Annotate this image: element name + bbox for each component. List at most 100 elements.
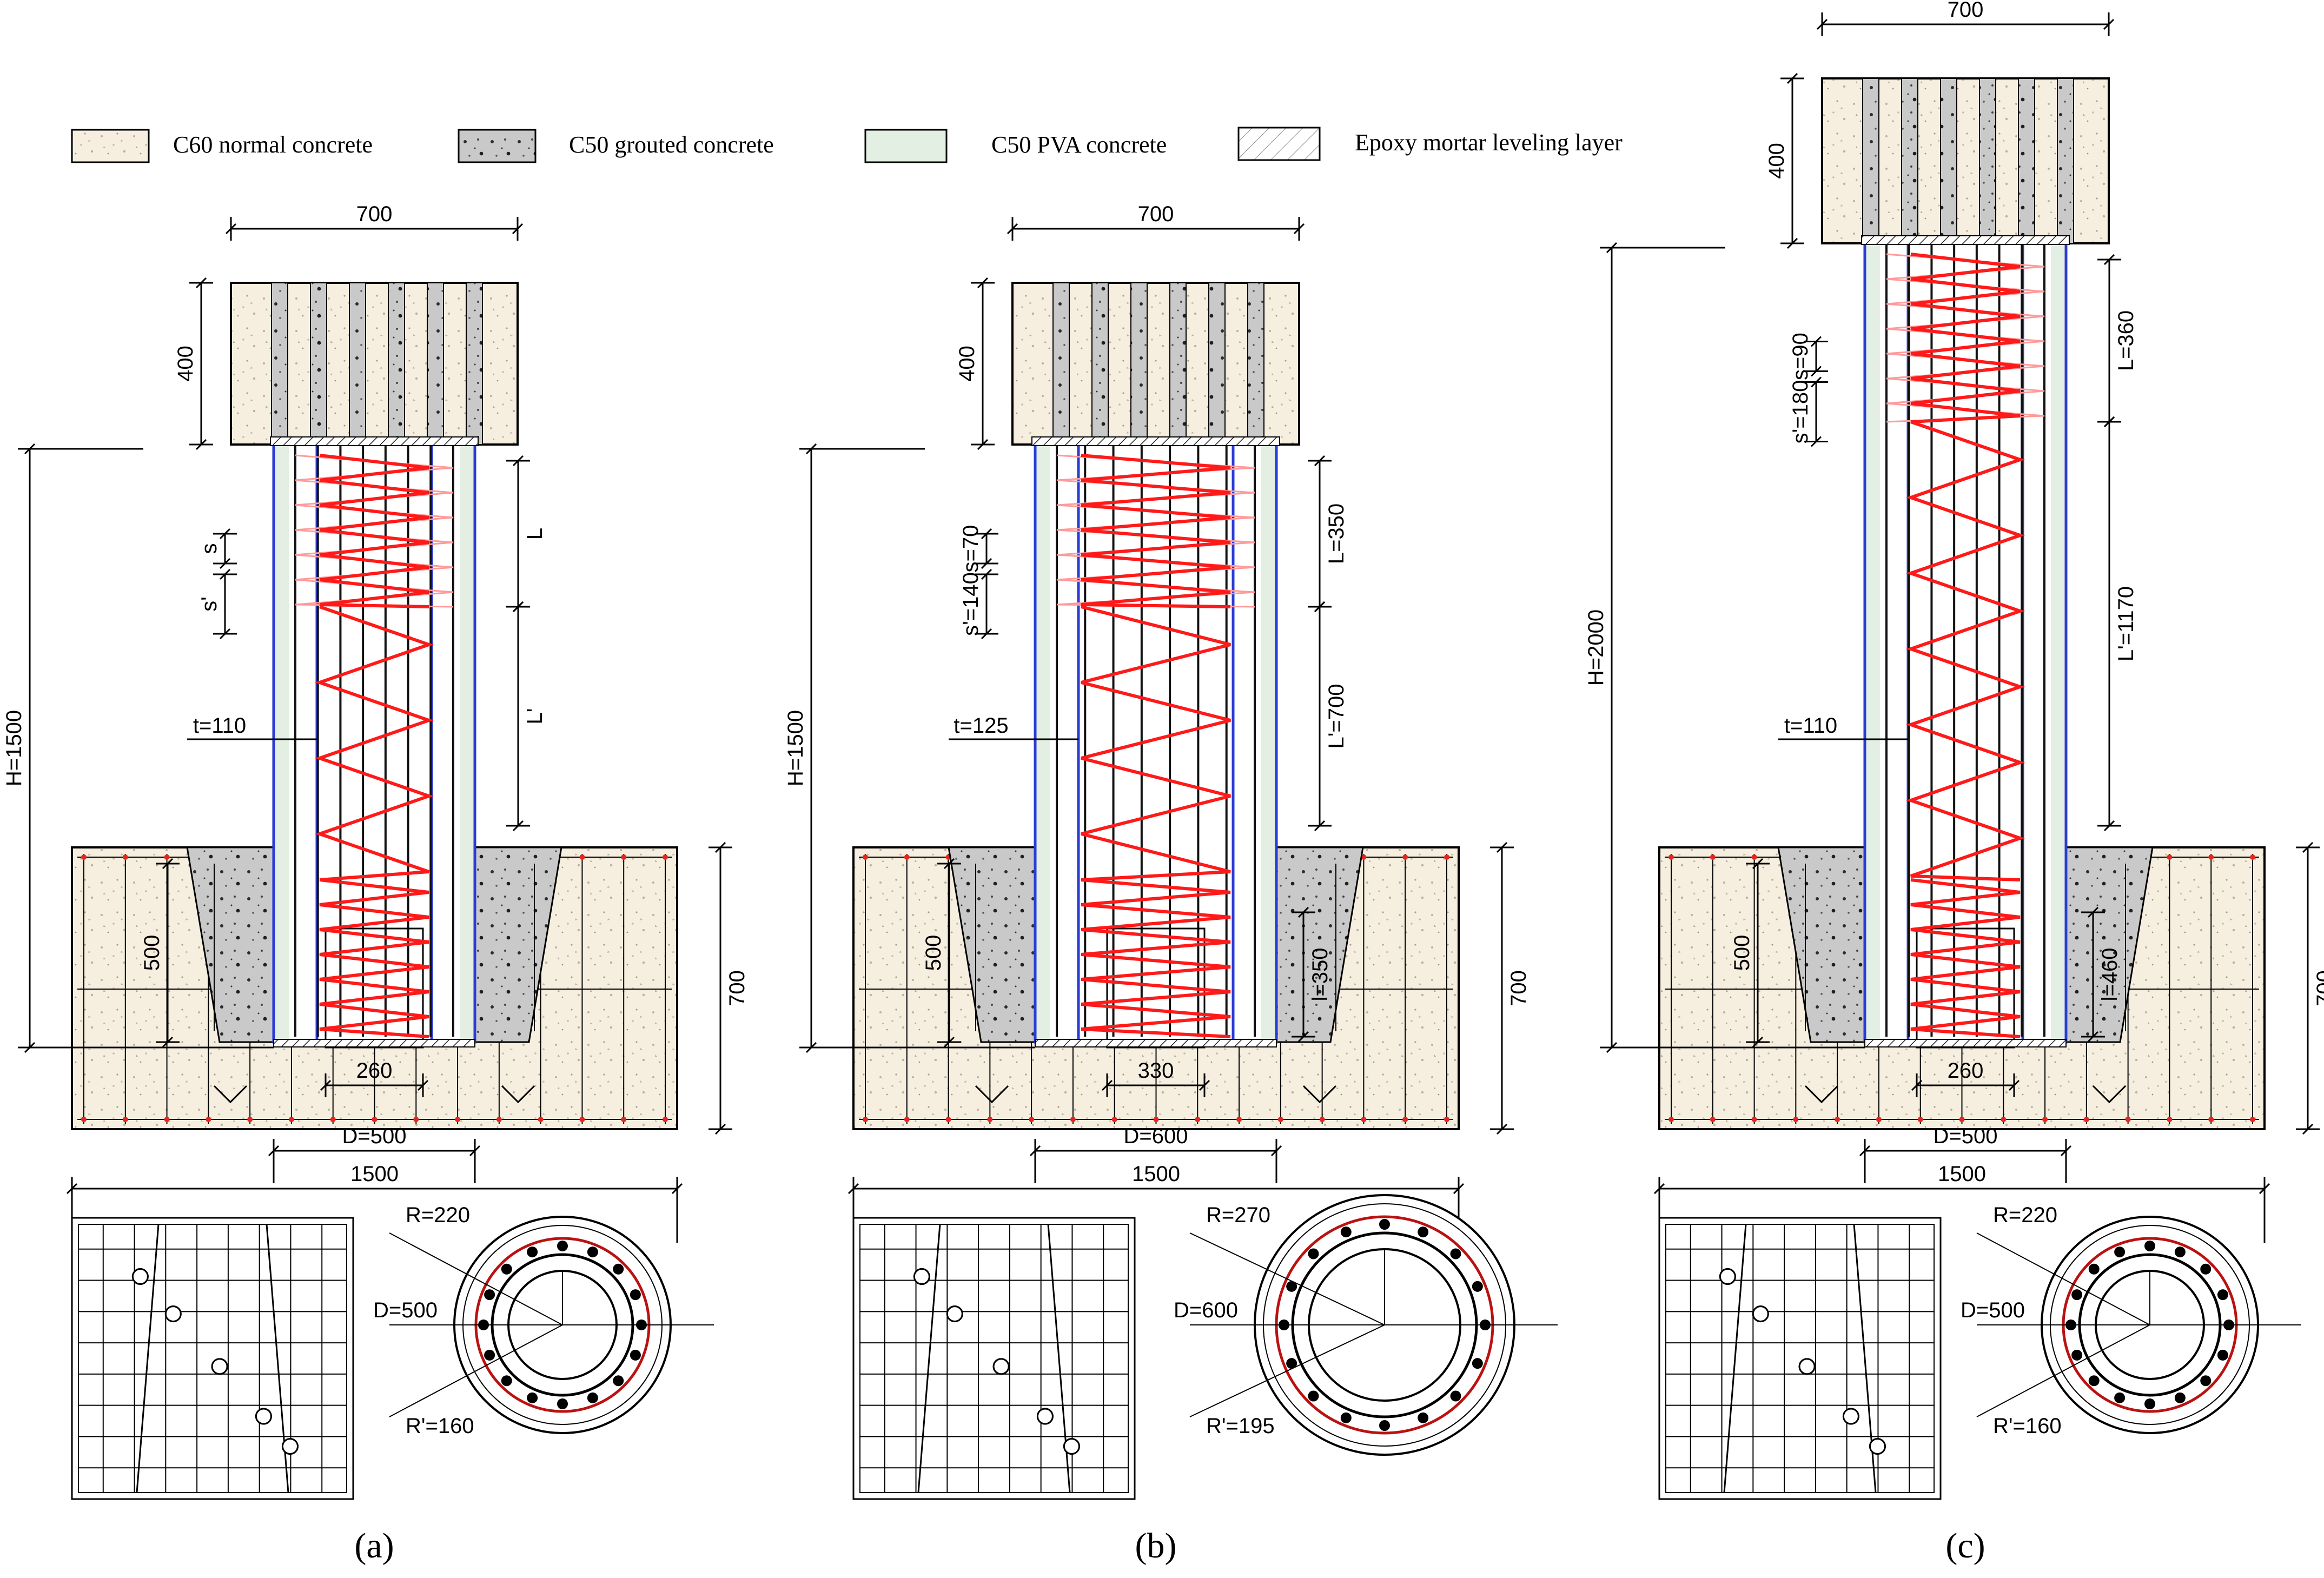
rebar-dot	[538, 1117, 544, 1122]
dimension-label: 700	[725, 970, 749, 1006]
spiral-base	[1910, 878, 2021, 1038]
dimension-tick	[2302, 841, 2314, 853]
section-leader	[1189, 1232, 1385, 1325]
rebar-dot	[1195, 1117, 1201, 1122]
dimension-tick	[1314, 455, 1326, 467]
column-height-dim: H=1500	[2, 443, 42, 1053]
section-inner-radius-label: R'=160	[1993, 1414, 2062, 1438]
dimension-tick	[2302, 1123, 2314, 1135]
dimension-tick	[1293, 223, 1305, 235]
epoxy-layer	[1031, 436, 1280, 446]
section-leader	[1976, 1324, 2150, 1417]
dimension-tick	[1101, 1079, 1113, 1091]
cap-width-dim: 700	[225, 202, 524, 241]
dimension-label: 700	[2313, 970, 2324, 1006]
rebar-dot	[247, 1117, 253, 1122]
rebar-dot	[1668, 1117, 1674, 1122]
base-plate	[273, 1039, 475, 1047]
section-bar	[484, 1289, 495, 1301]
inner-width-dim: 330	[1101, 1059, 1210, 1097]
column-diameter-dim: D=600	[1029, 1124, 1282, 1183]
cap-duct	[2018, 78, 2035, 244]
section-bar	[501, 1263, 512, 1275]
sparse-spacing-dim: s'=180	[1789, 376, 1828, 447]
plan-view-inner	[1665, 1224, 1935, 1493]
rebar-dot	[987, 1117, 993, 1122]
cap-duct	[1169, 282, 1187, 445]
cap-height-dim: 400	[174, 277, 213, 450]
rebar-dot	[621, 1117, 627, 1122]
plan-socket-walls	[1723, 1224, 1877, 1493]
dimension-label: 500	[1730, 935, 1754, 971]
plan-hole	[946, 1305, 963, 1323]
rebar-dot	[330, 1117, 336, 1122]
dimension-label: s=70	[959, 525, 983, 573]
rebar-dot	[496, 1117, 502, 1122]
dimension-tick	[1297, 1031, 1309, 1043]
rebar-dot	[2001, 1117, 2007, 1122]
dimension-tick	[219, 558, 231, 569]
section-outer-radius-label: R=220	[1993, 1203, 2057, 1227]
section-bar	[1450, 1390, 1461, 1402]
rebar-dot	[1402, 854, 1408, 860]
sparse-spacing-dim: s'=140	[959, 568, 998, 640]
dimension-label: L=350	[1325, 503, 1348, 564]
notch	[1302, 1085, 1337, 1104]
section-bar	[2217, 1289, 2228, 1301]
section-bar	[2071, 1349, 2083, 1361]
dimension-label: l=350	[1308, 948, 1332, 1002]
section-bar	[1340, 1226, 1352, 1238]
cap-duct	[427, 282, 444, 445]
dimension-tick	[2103, 18, 2115, 30]
rebar-dot	[621, 854, 627, 860]
cap-duct	[1979, 78, 1996, 244]
dimension-tick	[981, 628, 992, 640]
dimension-tick	[320, 1079, 332, 1091]
dimension-tick	[981, 568, 992, 580]
dimension-label: L=360	[2114, 310, 2138, 371]
dimension-label: 1500	[1938, 1162, 1986, 1186]
rebar-dot	[413, 1117, 419, 1122]
plan-hole	[1036, 1408, 1054, 1425]
rebar-dot	[1070, 1117, 1076, 1122]
rebar-dot	[863, 854, 868, 860]
section-bar	[501, 1375, 512, 1387]
dimension-label: D=600	[1124, 1124, 1188, 1148]
dimension-label: H=1500	[784, 710, 807, 786]
rebar-dot	[2083, 1117, 2089, 1122]
dimension-label: L'=1170	[2114, 586, 2138, 661]
section-bar	[2114, 1247, 2126, 1258]
dimension-tick	[1816, 18, 1828, 30]
rebar-dot	[1236, 1117, 1242, 1122]
rebar-dot	[288, 1117, 294, 1122]
dimension-tick	[1786, 72, 1798, 84]
section-bar	[2071, 1289, 2083, 1301]
dimension-label: 700	[1507, 970, 1531, 1006]
rebar-dot	[2125, 1117, 2131, 1122]
plan-socket-walls	[917, 1224, 1071, 1493]
caption-a: (a)	[354, 1526, 394, 1566]
rebar-dot	[2250, 1117, 2255, 1122]
footing-height-dim: 700	[2296, 841, 2324, 1135]
legend-swatch-epoxy	[1237, 127, 1321, 161]
section-bar	[2144, 1398, 2155, 1409]
rebar-dot	[2208, 854, 2214, 860]
dimension-tick	[195, 277, 207, 289]
section-bar	[527, 1392, 538, 1403]
rebar-dot	[1710, 1117, 1716, 1122]
dimension-tick	[2103, 416, 2115, 428]
footing-width-dim: 1500	[1653, 1162, 2270, 1243]
plan-hole	[1842, 1408, 1859, 1425]
footing-height-dim: 700	[1490, 841, 1531, 1135]
cap-duct	[1052, 282, 1070, 445]
socket-depth-dim: 500	[140, 858, 180, 1048]
epoxy-layer	[1861, 235, 2070, 245]
dimension-label: s'=180	[1789, 380, 1812, 444]
section-bar	[1379, 1219, 1390, 1230]
section-bar	[587, 1247, 598, 1258]
plan-hole	[913, 1268, 930, 1285]
plan-view	[1658, 1217, 1942, 1500]
dimension-tick	[848, 1183, 859, 1195]
socket-overlap-dim: l=460	[2081, 906, 2122, 1043]
